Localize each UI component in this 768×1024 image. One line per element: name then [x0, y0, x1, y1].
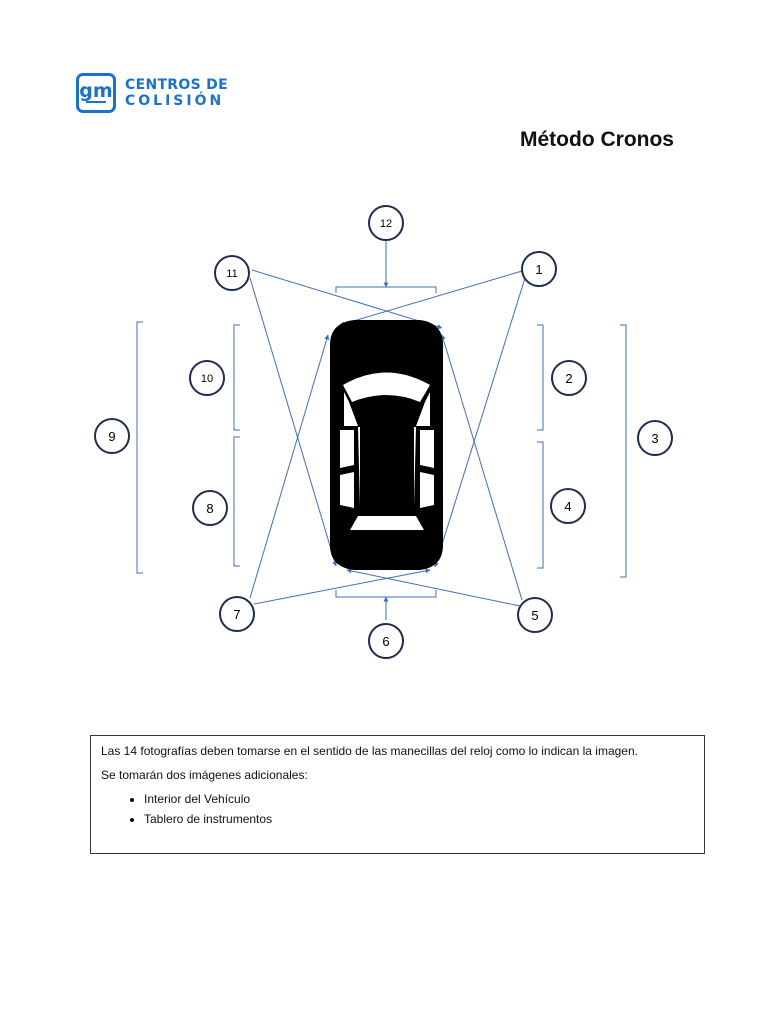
- car-window-right-front: [420, 430, 434, 468]
- position-label-5: 5: [531, 608, 538, 623]
- position-5: 5: [517, 597, 553, 633]
- gm-logo-underline: [86, 101, 106, 103]
- brackets: [136, 286, 627, 598]
- position-10: 10: [189, 360, 225, 396]
- bracket-3: [620, 324, 627, 578]
- bracket-9: [136, 321, 143, 574]
- bracket-front: [335, 286, 437, 293]
- sight-line-11b: [249, 277, 338, 567]
- car-rear-window: [350, 516, 424, 530]
- car-pillar-left: [344, 392, 358, 426]
- position-11: 11: [214, 255, 250, 291]
- position-label-11: 11: [226, 268, 237, 280]
- position-6: 6: [368, 623, 404, 659]
- sight-lines: [249, 241, 526, 620]
- position-label-10: 10: [201, 373, 213, 385]
- car-window-right-rear: [420, 472, 434, 508]
- sight-line-5b: [440, 334, 523, 601]
- position-2: 2: [551, 360, 587, 396]
- sight-line-7b: [249, 334, 330, 599]
- list-item: Interior del Vehículo: [144, 792, 694, 806]
- cronos-diagram: 12 11 1 10 2 9 3 8: [94, 205, 673, 659]
- position-8: 8: [192, 490, 228, 526]
- position-1: 1: [521, 251, 557, 287]
- position-4: 4: [550, 488, 586, 524]
- gm-logo: gm CENTROS DE COLISIÓN: [76, 73, 228, 113]
- position-label-12: 12: [380, 218, 392, 230]
- sight-line-11a: [251, 269, 443, 330]
- instructions-line2: Se tomarán dos imágenes adicionales:: [101, 768, 308, 782]
- bracket-rear: [335, 590, 437, 598]
- bracket-2: [537, 324, 544, 431]
- position-label-3: 3: [651, 431, 658, 446]
- car-top-view: [330, 320, 443, 570]
- bracket-4: [537, 441, 544, 569]
- car-window-left-front: [340, 430, 354, 468]
- sight-line-7a: [253, 568, 431, 605]
- logo-line2: COLISIÓN: [125, 92, 225, 109]
- car-windshield: [343, 372, 430, 402]
- sight-line-1b: [433, 277, 526, 568]
- position-label-4: 4: [564, 499, 571, 514]
- list-item: Tablero de instrumentos: [144, 812, 694, 826]
- position-7: 7: [219, 596, 255, 632]
- position-label-2: 2: [565, 371, 572, 386]
- bracket-10: [233, 324, 240, 431]
- position-label-8: 8: [206, 501, 213, 516]
- position-label-6: 6: [382, 634, 389, 649]
- position-label-7: 7: [233, 607, 240, 622]
- sight-line-5a: [346, 568, 521, 607]
- position-3: 3: [637, 420, 673, 456]
- sight-line-1a: [339, 270, 523, 327]
- gm-logo-mark: gm: [76, 73, 116, 113]
- gm-logo-letters: gm: [79, 80, 113, 102]
- car-window-left-rear: [340, 472, 354, 508]
- position-12: 12: [368, 205, 404, 241]
- position-label-9: 9: [108, 429, 115, 444]
- position-9: 9: [94, 418, 130, 454]
- logo-wordmark: CENTROS DE COLISIÓN: [125, 76, 228, 109]
- position-markers: 12 11 1 10 2 9 3 8: [94, 205, 673, 659]
- position-label-1: 1: [535, 262, 542, 277]
- bracket-8: [233, 436, 240, 567]
- additional-images-list: Interior del Vehículo Tablero de instrum…: [101, 792, 694, 826]
- instructions-box: Las 14 fotografías deben tomarse en el s…: [90, 735, 705, 854]
- instructions-line1: Las 14 fotografías deben tomarse en el s…: [101, 744, 638, 758]
- page-title: Método Cronos: [520, 128, 674, 151]
- car-pillar-right: [416, 392, 430, 426]
- logo-line1: CENTROS DE: [125, 76, 228, 93]
